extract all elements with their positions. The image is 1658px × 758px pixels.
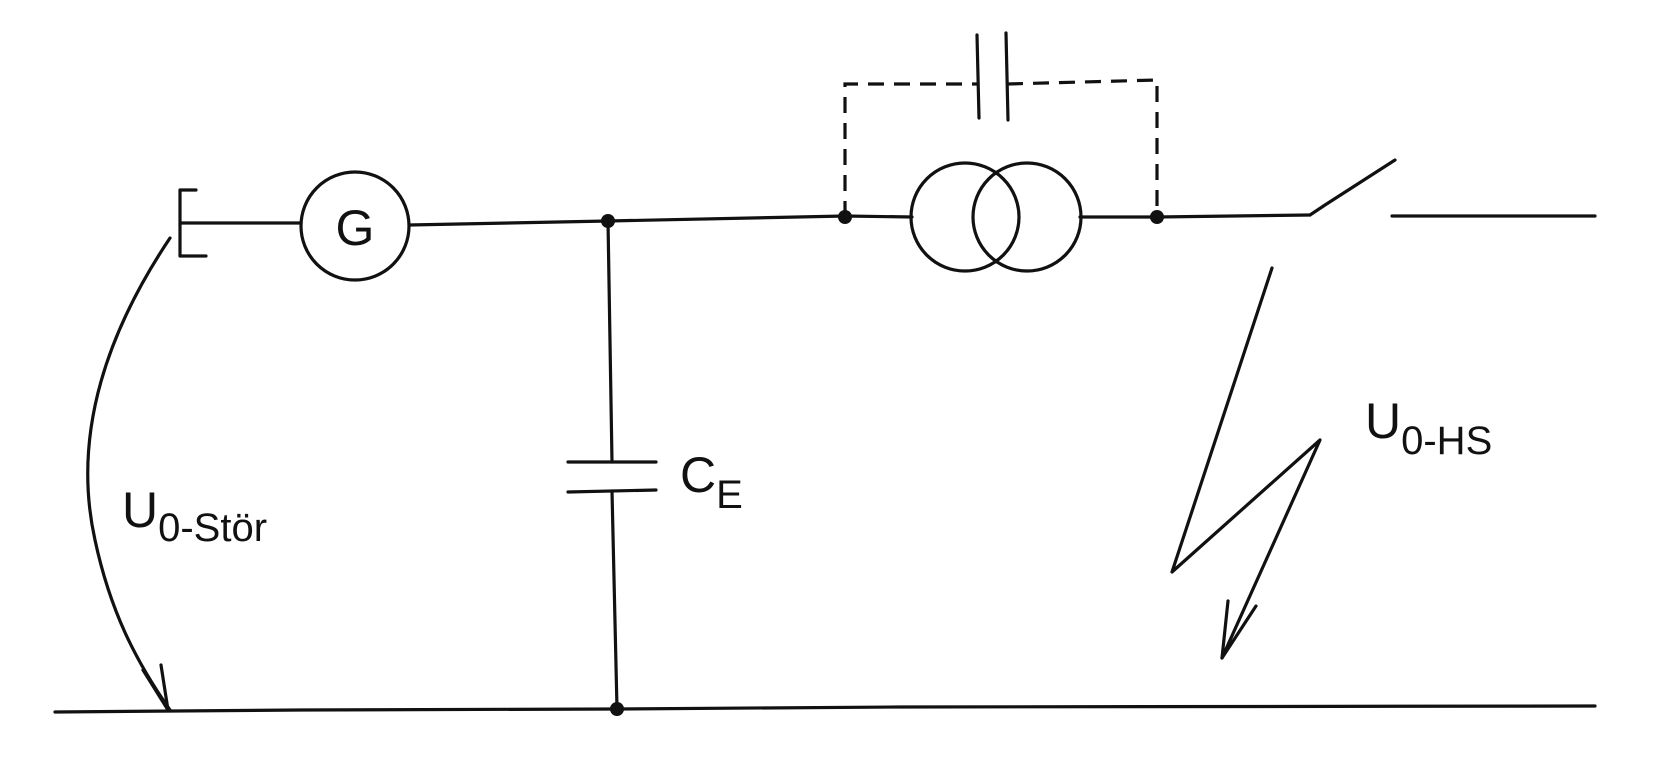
transformer-winding-secondary: [971, 161, 1083, 273]
switch: [1308, 158, 1397, 217]
transformer-winding-primary: [909, 161, 1021, 273]
high-voltage-zigzag-arrow: [1170, 266, 1322, 660]
coupling-capacitor-plate: [1004, 31, 1010, 122]
interference-voltage-arrow: [86, 236, 172, 712]
generator-symbol: [299, 170, 411, 282]
coupling-capacitor-plate: [975, 33, 981, 120]
capacitor-lead-top: [606, 219, 614, 464]
high-voltage-arrowhead: [1220, 599, 1258, 660]
interference-voltage-label: U0-Stör: [122, 482, 267, 550]
capacitor-label: CE: [680, 447, 743, 517]
wire-node-to-transformer: [606, 214, 914, 223]
interference-voltage-arrowhead: [141, 663, 170, 712]
coupling-capacitance-dashed-line: [843, 82, 978, 217]
high-voltage-label: U0-HS: [1365, 393, 1492, 463]
wire-generator-to-node: [407, 219, 610, 227]
ground-line: [53, 704, 1597, 714]
capacitor-lead-bottom: [610, 489, 619, 711]
generator-label: G: [336, 200, 375, 256]
wire-transformer-to-switch: [1078, 213, 1312, 219]
coupling-capacitance-dashed-line: [1006, 78, 1159, 217]
